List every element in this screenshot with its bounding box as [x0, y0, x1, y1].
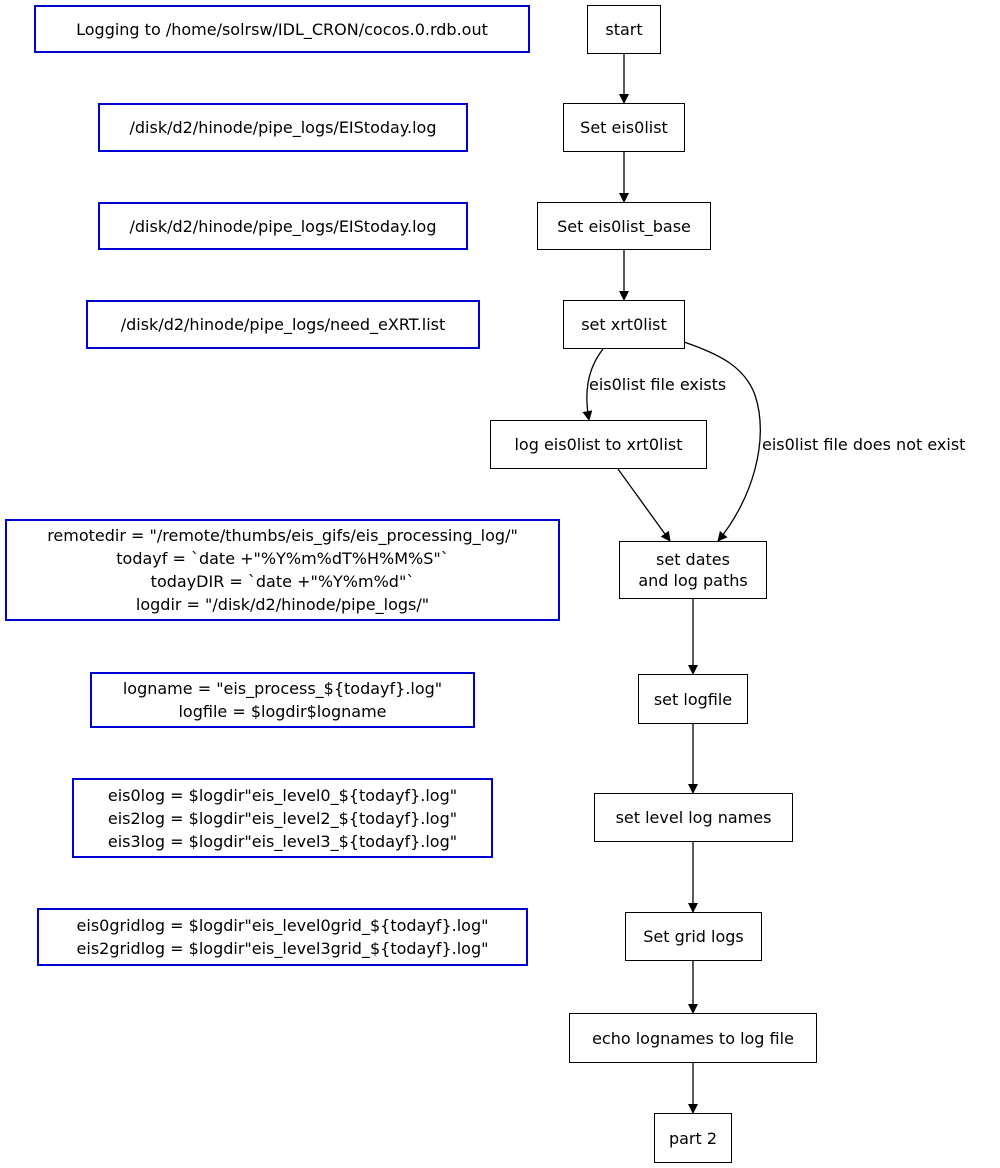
node-set-xrt0list: set xrt0list: [563, 300, 685, 349]
node-set-eis0list-base: Set eis0list_base: [537, 202, 711, 250]
note-logging: Logging to /home/solrsw/IDL_CRON/cocos.0…: [34, 5, 530, 53]
node-set-grid-logs-label: Set grid logs: [643, 927, 744, 946]
edge-label-file-exists: eis0list file exists: [589, 375, 727, 394]
note-grid-line-1: eis0gridlog = $logdir"eis_level0grid_${t…: [76, 916, 489, 935]
note-grid: eis0gridlog = $logdir"eis_level0grid_${t…: [37, 908, 528, 966]
note-logging-line-1: Logging to /home/solrsw/IDL_CRON/cocos.0…: [76, 19, 488, 39]
note-logname-line-2: logfile = $logdir$logname: [178, 702, 387, 721]
node-set-eis0list: Set eis0list: [563, 103, 685, 152]
node-echo-lognames: echo lognames to log file: [569, 1013, 817, 1063]
note-logname-line-1: logname = "eis_process_${todayf}.log": [122, 679, 443, 698]
node-set-eis0list-label: Set eis0list: [580, 118, 668, 137]
note-levels: eis0log = $logdir"eis_level0_${todayf}.l…: [72, 778, 493, 858]
edge-label-file-not-exist: eis0list file does not exist: [762, 435, 966, 454]
note-grid-line-2: eis2gridlog = $logdir"eis_level3grid_${t…: [76, 939, 489, 958]
note-eistoday-1-line-1: /disk/d2/hinode/pipe_logs/EIStoday.log: [129, 118, 437, 137]
node-start: start: [587, 5, 661, 54]
note-eistoday-1: /disk/d2/hinode/pipe_logs/EIStoday.log: [98, 103, 468, 152]
note-need-exrt: /disk/d2/hinode/pipe_logs/need_eXRT.list: [86, 300, 480, 349]
node-set-level-log-names-label: set level log names: [615, 808, 772, 827]
note-dates-line-4: logdir = "/disk/d2/hinode/pipe_logs/": [135, 595, 430, 614]
node-set-logfile: set logfile: [638, 674, 748, 724]
node-log-eis0list-label: log eis0list to xrt0list: [514, 435, 683, 454]
note-dates: remotedir = "/remote/thumbs/eis_gifs/eis…: [5, 519, 560, 621]
edge-xrt0list-to-log-eis0list: [582, 348, 604, 421]
node-set-dates: set dates and log paths: [619, 541, 767, 599]
note-levels-line-2: eis2log = $logdir"eis_level2_${todayf}.l…: [107, 808, 458, 828]
edge-log-eis0list-to-set-dates: [617, 468, 671, 542]
node-echo-lognames-label: echo lognames to log file: [592, 1028, 794, 1048]
note-eistoday-2-line-1: /disk/d2/hinode/pipe_logs/EIStoday.log: [129, 216, 437, 236]
note-eistoday-2: /disk/d2/hinode/pipe_logs/EIStoday.log: [98, 202, 468, 250]
node-set-dates-line-1: set dates: [656, 550, 730, 569]
note-levels-line-1: eis0log = $logdir"eis_level0_${todayf}.l…: [107, 785, 458, 805]
node-start-label: start: [605, 20, 643, 39]
node-set-grid-logs: Set grid logs: [625, 912, 762, 961]
node-log-eis0list: log eis0list to xrt0list: [490, 420, 707, 469]
node-set-dates-line-2: and log paths: [638, 571, 748, 590]
note-dates-line-2: todayf = `date +"%Y%m%dT%H%M%S"`: [116, 549, 449, 568]
edge-xrt0list-to-set-dates: [683, 341, 761, 542]
node-part-2-label: part 2: [668, 1128, 718, 1148]
node-set-logfile-label: set logfile: [653, 689, 733, 709]
node-set-xrt0list-label: set xrt0list: [581, 315, 667, 334]
note-levels-line-3: eis3log = $logdir"eis_level3_${todayf}.l…: [107, 831, 458, 851]
node-part-2: part 2: [654, 1113, 732, 1163]
node-set-level-log-names: set level log names: [594, 793, 793, 842]
note-logname: logname = "eis_process_${todayf}.log" lo…: [90, 672, 475, 728]
note-need-exrt-line-1: /disk/d2/hinode/pipe_logs/need_eXRT.list: [120, 315, 446, 334]
node-set-eis0list-base-label: Set eis0list_base: [557, 216, 691, 236]
note-dates-line-1: remotedir = "/remote/thumbs/eis_gifs/eis…: [47, 526, 518, 545]
note-dates-line-3: todayDIR = `date +"%Y%m%d"`: [150, 572, 415, 591]
